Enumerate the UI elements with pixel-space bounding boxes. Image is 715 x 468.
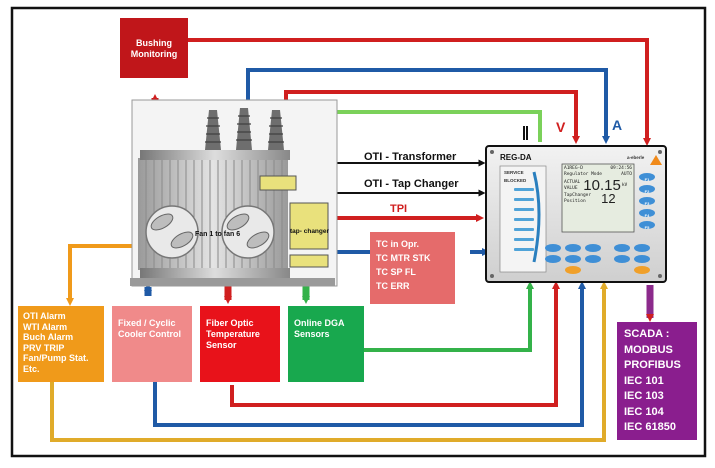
f4-key[interactable]: F4 (644, 213, 650, 218)
brand-logo-icon (650, 155, 662, 165)
tpi-label: TPI (390, 203, 408, 215)
tap-position-readout: 12 (601, 191, 616, 206)
scada-item: IEC 103 (624, 390, 664, 402)
dga-sensors-box: Online DGA Sensors (288, 306, 364, 382)
regda-service-label: SERVICE (504, 170, 524, 175)
oti-to-regda-line (50, 281, 608, 442)
scada-item: IEC 101 (624, 374, 664, 387)
small-updown-arrow-right (523, 126, 528, 140)
dga-item: Online DGA (294, 318, 345, 328)
scada-item: PROFIBUS (624, 359, 681, 371)
tc-status-box: TC in Opr. TC MTR STK TC SP FL TC ERR (370, 232, 455, 304)
a-label: A (612, 117, 623, 133)
regda-fkeys: F1 F2 F3 F4 F5 (640, 174, 654, 234)
dga-to-regda-line (336, 281, 534, 352)
actual-value-readout: 10.15 (583, 177, 621, 194)
tc-item: TC ERR (376, 281, 410, 291)
scada-item: MODBUS (624, 343, 673, 356)
v-label: V (556, 119, 566, 135)
scada-item: IEC 61850 (624, 421, 676, 433)
bushing-line1: Bushing (136, 38, 172, 48)
cooler-item: Cooler Control (118, 329, 181, 339)
scada-item: IEC 104 (624, 405, 664, 418)
bushing-line2: Monitoring (130, 49, 178, 59)
scada-item: SCADA : (624, 328, 670, 340)
conservator (259, 175, 297, 191)
fiber-item: Temperature (206, 329, 260, 339)
f1-key[interactable]: F1 (644, 177, 650, 182)
tap-changer-label: tap- changer (290, 228, 330, 235)
f2-key[interactable]: F2 (644, 189, 650, 194)
regda-screen (561, 163, 635, 233)
oti-item: Buch Alarm (23, 332, 74, 342)
oti-item: OTI Alarm (23, 311, 66, 321)
regda-title: REG-DA (500, 153, 532, 162)
oti-tap-changer-label: OTI - Tap Changer (364, 178, 459, 190)
oti-item: Etc. (23, 363, 40, 374)
regda-keypad[interactable] (545, 244, 650, 263)
cooler-item: Fixed / Cyclic (118, 318, 176, 328)
regda-blocked-label: BLOCKED (504, 178, 527, 183)
oti-item: PRV TRIP (23, 342, 65, 353)
fiber-item: Fiber Optic (206, 318, 254, 328)
bushing-monitoring-box: Bushing Monitoring (120, 18, 188, 78)
tc-item: TC MTR STK (376, 253, 431, 263)
outer-frame (10, 6, 707, 458)
blue-line-to-regda-top (246, 68, 610, 144)
bushings (205, 108, 284, 150)
fiber-to-regda-line (230, 281, 560, 407)
f3-key[interactable]: F3 (644, 201, 650, 206)
tap-changer-box (289, 202, 329, 250)
oti-item: Fan/Pump Stat. (23, 353, 89, 363)
cooler-control-box: Fixed / Cyclic Cooler Control (112, 306, 192, 382)
oti-item: WTI Alarm (23, 321, 68, 332)
tc-item: TC in Opr. (376, 239, 420, 249)
cooler-to-regda-line (153, 281, 586, 427)
scada-box: SCADA : MODBUS PROFIBUS IEC 101 IEC 103 … (617, 322, 697, 440)
dga-item: Sensors (294, 329, 330, 339)
signal-lines (50, 38, 654, 442)
fiber-optic-box: Fiber Optic Temperature Sensor (200, 306, 280, 382)
regda-device (485, 145, 667, 283)
fan-label: Fan 1 to fan 6 (195, 231, 241, 238)
oti-transformer-label: OTI - Transformer (364, 151, 457, 163)
transformer-to-oti-line (66, 244, 158, 306)
oti-alarm-box: OTI Alarm WTI Alarm Buch Alarm PRV TRIP … (18, 306, 104, 382)
regda-brand: a-eberle (627, 155, 645, 160)
f5-key[interactable]: F5 (644, 225, 650, 230)
fiber-item: Sensor (206, 340, 237, 350)
tc-item: TC SP FL (376, 267, 416, 277)
transformer-illustration (130, 99, 338, 287)
